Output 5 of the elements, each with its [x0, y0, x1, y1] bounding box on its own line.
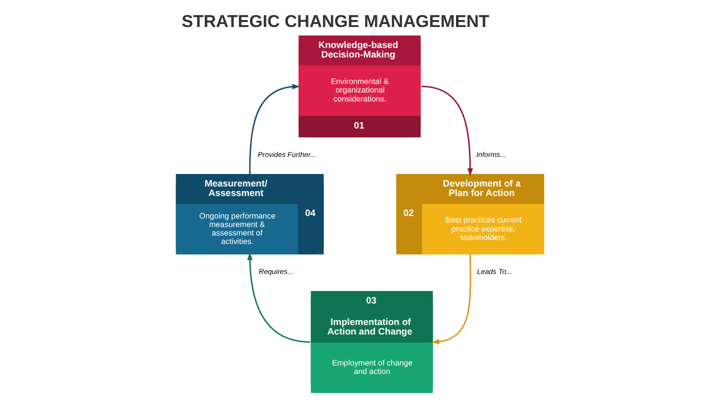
- arrow: [431, 254, 472, 344]
- arrow: [421, 86, 473, 176]
- arrow: [249, 84, 300, 174]
- diagram-title: STRATEGIC CHANGE MANAGEMENT: [182, 10, 490, 31]
- arrow: [247, 252, 310, 343]
